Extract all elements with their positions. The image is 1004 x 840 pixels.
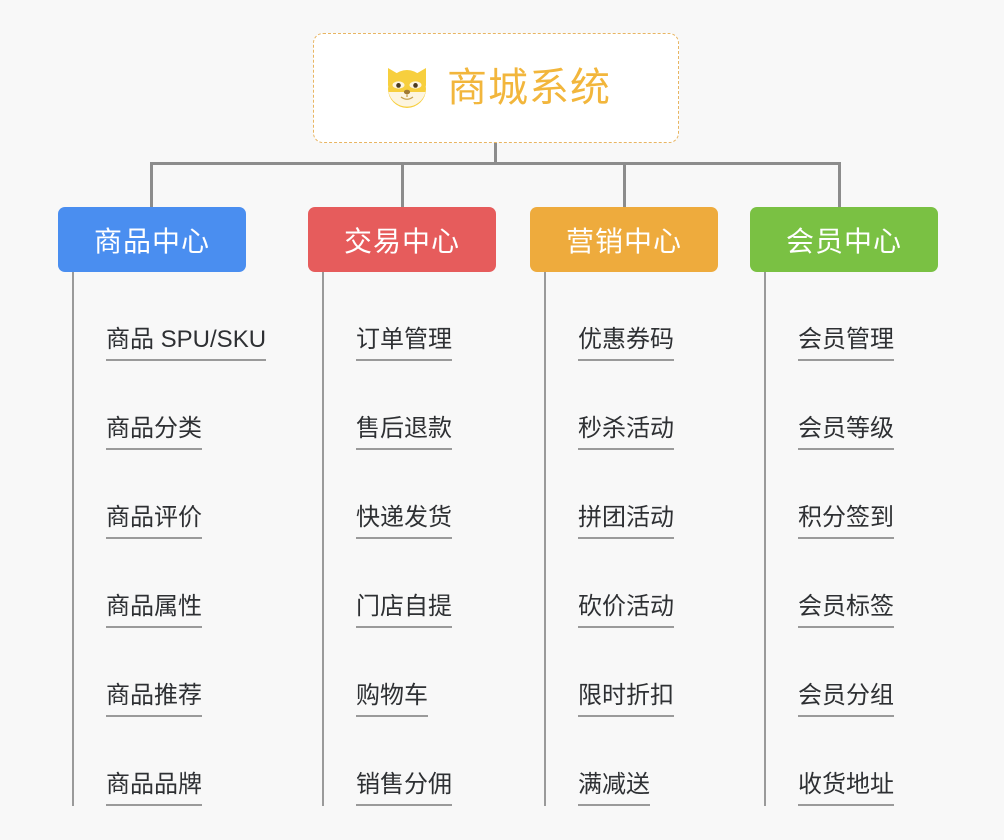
root-title: 商城系统 (447, 66, 611, 110)
list-item-label: 门店自提 (356, 593, 452, 628)
list-item-label: 快递发货 (356, 504, 452, 539)
list-item-label: 商品评价 (106, 504, 202, 539)
list-item[interactable]: 售后退款 (324, 361, 496, 450)
list-item-label: 会员管理 (798, 326, 894, 361)
list-item[interactable]: 积分签到 (766, 450, 938, 539)
list-item[interactable]: 会员管理 (766, 272, 938, 361)
list-item[interactable]: 商品分类 (74, 361, 266, 450)
trunk-connector-vertical (494, 143, 497, 165)
list-item-label: 会员等级 (798, 415, 894, 450)
column-marketing-center: 营销中心 优惠券码 秒杀活动 拼团活动 砍价活动 限时折扣 满减送 (530, 207, 718, 806)
category-header-member-center[interactable]: 会员中心 (750, 207, 938, 272)
list-item[interactable]: 购物车 (324, 628, 496, 717)
list-item-label: 满减送 (578, 771, 650, 806)
list-item[interactable]: 砍价活动 (546, 539, 718, 628)
list-item[interactable]: 拼团活动 (546, 450, 718, 539)
list-item[interactable]: 收货地址 (766, 717, 938, 806)
root-node[interactable]: 商城系统 (313, 33, 679, 143)
list-item-label: 商品品牌 (106, 771, 202, 806)
category-header-label: 交易中心 (343, 225, 460, 257)
list-item-label: 商品推荐 (106, 682, 202, 717)
category-header-label: 商品中心 (93, 225, 210, 257)
list-item[interactable]: 商品属性 (74, 539, 266, 628)
list-item-label: 会员分组 (798, 682, 894, 717)
list-item[interactable]: 会员标签 (766, 539, 938, 628)
list-item[interactable]: 商品评价 (74, 450, 266, 539)
list-item-label: 商品属性 (106, 593, 202, 628)
branch-drop-2 (401, 162, 404, 208)
list-item-label: 购物车 (356, 682, 428, 717)
list-item-label: 优惠券码 (578, 326, 674, 361)
leaf-list-marketing-center: 优惠券码 秒杀活动 拼团活动 砍价活动 限时折扣 满减送 (544, 272, 718, 806)
category-header-product-center[interactable]: 商品中心 (58, 207, 246, 272)
branch-drop-4 (838, 162, 841, 208)
list-item[interactable]: 会员分组 (766, 628, 938, 717)
list-item[interactable]: 优惠券码 (546, 272, 718, 361)
list-item[interactable]: 满减送 (546, 717, 718, 806)
column-product-center: 商品中心 商品 SPU/SKU 商品分类 商品评价 商品属性 商品推荐 商品品牌 (58, 207, 267, 806)
list-item-label: 秒杀活动 (578, 415, 674, 450)
list-item-label: 销售分佣 (356, 771, 452, 806)
list-item[interactable]: 商品推荐 (74, 628, 266, 717)
category-header-marketing-center[interactable]: 营销中心 (530, 207, 718, 272)
leaf-list-product-center: 商品 SPU/SKU 商品分类 商品评价 商品属性 商品推荐 商品品牌 (72, 272, 267, 806)
list-item-label: 售后退款 (356, 415, 452, 450)
list-item[interactable]: 销售分佣 (324, 717, 496, 806)
list-item-label: 砍价活动 (578, 593, 674, 628)
category-header-label: 营销中心 (565, 225, 682, 257)
list-item[interactable]: 商品 SPU/SKU (74, 272, 267, 361)
list-item-label: 商品分类 (106, 415, 202, 450)
category-header-trade-center[interactable]: 交易中心 (308, 207, 496, 272)
list-item[interactable]: 限时折扣 (546, 628, 718, 717)
list-item-label: 收货地址 (798, 771, 894, 806)
column-trade-center: 交易中心 订单管理 售后退款 快递发货 门店自提 购物车 销售分佣 (308, 207, 496, 806)
branch-drop-3 (623, 162, 626, 208)
list-item-label: 订单管理 (356, 326, 452, 361)
list-item-label: 拼团活动 (578, 504, 674, 539)
list-item-label: 会员标签 (798, 593, 894, 628)
column-member-center: 会员中心 会员管理 会员等级 积分签到 会员标签 会员分组 收货地址 (750, 207, 938, 806)
list-item-label: 限时折扣 (578, 682, 674, 717)
category-header-label: 会员中心 (785, 225, 902, 257)
list-item[interactable]: 订单管理 (324, 272, 496, 361)
trunk-connector-horizontal (150, 162, 841, 165)
branch-drop-1 (150, 162, 153, 208)
shiba-dog-face-icon (381, 62, 433, 114)
list-item[interactable]: 会员等级 (766, 361, 938, 450)
list-item-label: 积分签到 (798, 504, 894, 539)
leaf-list-member-center: 会员管理 会员等级 积分签到 会员标签 会员分组 收货地址 (764, 272, 938, 806)
leaf-list-trade-center: 订单管理 售后退款 快递发货 门店自提 购物车 销售分佣 (322, 272, 496, 806)
list-item-label: 商品 SPU/SKU (106, 326, 267, 361)
list-item[interactable]: 快递发货 (324, 450, 496, 539)
list-item[interactable]: 秒杀活动 (546, 361, 718, 450)
list-item[interactable]: 商品品牌 (74, 717, 266, 806)
list-item[interactable]: 门店自提 (324, 539, 496, 628)
